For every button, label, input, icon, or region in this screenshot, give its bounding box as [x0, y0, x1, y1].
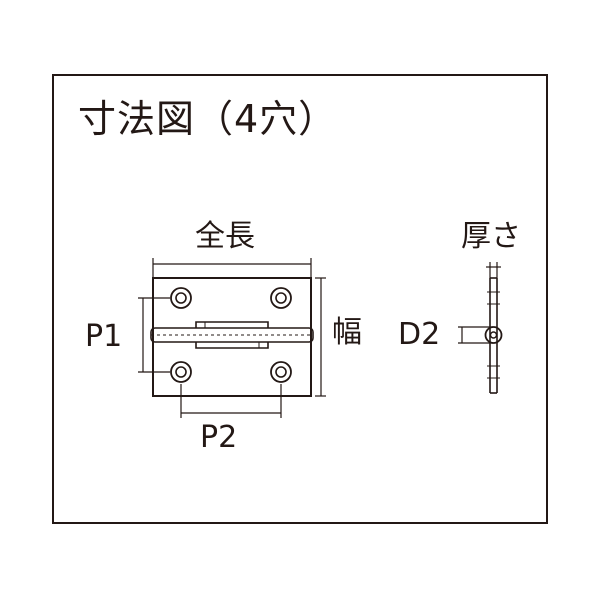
width-dimension — [315, 277, 326, 397]
thickness-label: 厚さ — [461, 219, 521, 254]
overall-length-label: 全長 — [195, 219, 255, 254]
overall-length-dimension — [152, 258, 312, 290]
screw-hole-bottom-right — [270, 361, 292, 383]
hinge-plate — [150, 277, 314, 397]
p2-label: P2 — [200, 420, 238, 455]
screw-hole-top-right — [270, 287, 292, 309]
diagram-title: 寸法図（4穴） — [78, 97, 338, 141]
width-label: 幅 — [332, 315, 362, 350]
screw-hole-top-left — [170, 287, 192, 309]
thickness-dimension — [486, 262, 501, 278]
diagram-frame — [52, 74, 548, 524]
hinge-side-view — [484, 277, 503, 394]
p2-dimension — [180, 384, 282, 418]
d2-label: D2 — [398, 317, 441, 352]
p1-label: P1 — [85, 319, 123, 354]
p1-dimension — [138, 297, 170, 373]
screw-hole-bottom-left — [170, 361, 192, 383]
d2-dimension — [458, 326, 493, 344]
